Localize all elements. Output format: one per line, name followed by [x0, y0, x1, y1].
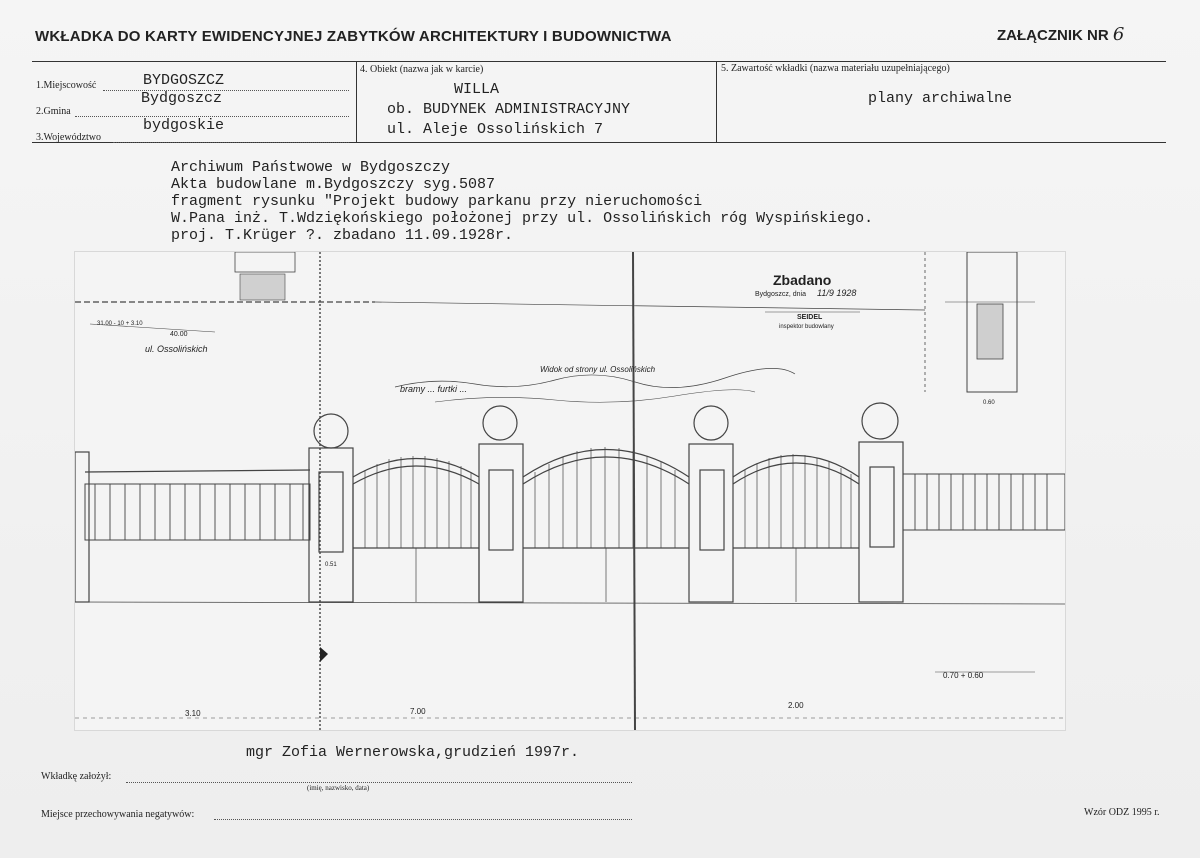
dim-070-060: 0.70 + 0.60 [943, 671, 984, 680]
fence-left-panel [84, 483, 311, 541]
baseline-line [374, 301, 926, 311]
description-line-1: Archiwum Państwowe w Bydgoszczy [171, 159, 451, 176]
gate-right [732, 454, 860, 602]
inserted-by-label: Wkładkę założył: [41, 771, 112, 782]
handwriting-2: bramy ... furtki ... [400, 384, 467, 394]
form-code: Wzór ODZ 1995 r. [1084, 807, 1160, 818]
form-divider-2 [716, 61, 717, 143]
section-detail-box [966, 252, 1018, 393]
description-line-5: proj. T.Krüger ?. zbadano 11.09.1928r. [171, 227, 514, 244]
small-line-label: 31.00 - 10 + 3.10 [97, 321, 143, 327]
handwriting-scribble-2 [434, 389, 756, 403]
fence-end-post [75, 451, 90, 603]
building-hatch [239, 273, 286, 301]
dim-700: 7.00 [410, 707, 426, 716]
content-label: 5. Zawartość wkładki (nazwa materiału uz… [721, 63, 950, 74]
ground-line [75, 601, 1065, 605]
fence-post-2 [478, 405, 524, 603]
street-label-underline [89, 323, 216, 333]
section-detail-hatch [976, 303, 1004, 360]
handwriting-scribble-1 [394, 368, 796, 388]
center-axis-mid [632, 252, 636, 730]
dim-4000: 40.00 [170, 331, 188, 338]
fence-elevation-drawing: Zbadano Bydgoszcz, dnia 11/9 1928 SEIDEL… [75, 252, 1065, 730]
document-title: WKŁADKA DO KARTY EWIDENCYJNEJ ZABYTKÓW A… [35, 28, 672, 45]
inserted-by-dots [126, 782, 632, 783]
fence-left-pickets [94, 484, 304, 540]
object-line-2: ob. BUDYNEK ADMINISTRACYJNY [387, 101, 631, 118]
author-line: mgr Zofia Wernerowska,grudzień 1997r. [246, 744, 580, 761]
fence-left-cap [84, 469, 311, 473]
object-label: 4. Obiekt (nazwa jak w karcie) [360, 64, 484, 75]
stamp-name: SEIDEL [797, 314, 823, 321]
description-line-2: Akta budowlane m.Bydgoszczy syg.5087 [171, 176, 496, 193]
street-label: ul. Ossolińskich [145, 344, 208, 354]
commune-value: Bydgoszcz [141, 90, 223, 107]
fence-right-pickets [914, 474, 1048, 530]
fence-post-3 [688, 405, 734, 603]
storage-dots [214, 819, 632, 820]
dim-060: 0.60 [983, 400, 995, 406]
gate-left [352, 456, 480, 602]
annex-label-text: ZAŁĄCZNIK NR [997, 27, 1109, 44]
locality-label: 1.Miejscowość [36, 80, 97, 91]
voivodeship-dots [113, 142, 349, 143]
dim-051: 0.51 [325, 562, 337, 568]
commune-dots [75, 116, 349, 117]
fence-right-panel [902, 473, 1065, 531]
fence-post-4 [858, 402, 904, 603]
locality-dots [103, 90, 349, 91]
description-line-3: fragment rysunku "Projekt budowy parkanu… [171, 193, 703, 210]
annex-number: 6 [1112, 24, 1125, 45]
content-value: plany archiwalne [868, 90, 1013, 107]
voivodeship-value: bydgoskie [143, 117, 225, 134]
form-bottom-rule [32, 142, 1166, 143]
form-top-rule [32, 61, 1166, 62]
stamp-title: Zbadano [773, 272, 831, 288]
stamp-role: inspektor budowlany [779, 324, 834, 330]
dim-200: 2.00 [788, 701, 804, 710]
architectural-drawing: Zbadano Bydgoszcz, dnia 11/9 1928 SEIDEL… [75, 252, 1065, 730]
commune-label: 2.Gmina [36, 106, 71, 117]
object-line-1: WILLA [454, 81, 500, 98]
form-divider-1 [356, 61, 357, 143]
annex-label: ZAŁĄCZNIK NR 6 [997, 24, 1124, 45]
fence-post-1 [308, 413, 354, 603]
stamp-date: 11/9 1928 [817, 288, 856, 298]
inserted-by-hint: (imię, nazwisko, data) [307, 784, 370, 792]
storage-label: Miejsce przechowywania negatywów: [41, 809, 195, 820]
voivodeship-label: 3.Województwo [36, 132, 102, 143]
description-line-4: W.Pana inż. T.Wdziękońskiego położonej p… [171, 210, 874, 227]
stamp-city: Bydgoszcz, dnia [755, 291, 806, 298]
object-line-3: ul. Aleje Ossolińskich 7 [387, 121, 604, 138]
locality-value: BYDGOSZCZ [143, 72, 225, 89]
gate-center [522, 447, 690, 602]
building-outline [234, 252, 296, 273]
dimension-arrow [320, 647, 328, 662]
handwriting-1: Widok od strony ul. Ossolińskich [540, 365, 656, 374]
dim-310: 3.10 [185, 709, 201, 718]
